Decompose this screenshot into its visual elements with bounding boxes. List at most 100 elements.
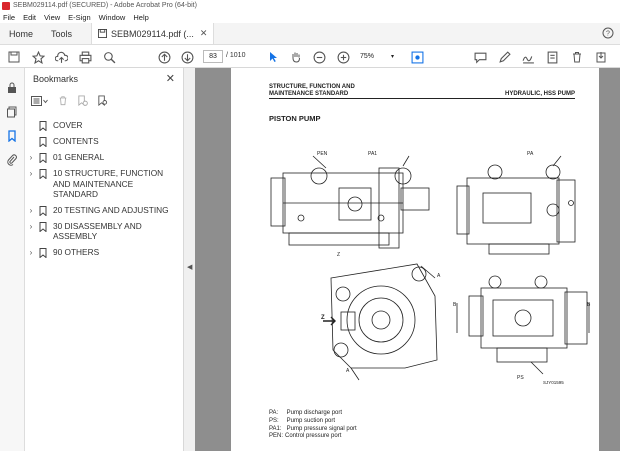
legend-key: PA: — [269, 410, 279, 416]
zoom-out-icon[interactable] — [312, 50, 326, 64]
pen-icon[interactable] — [497, 50, 511, 64]
chevron-right-icon[interactable]: › — [29, 205, 33, 215]
menu-edit[interactable]: Edit — [23, 12, 37, 22]
panel-splitter[interactable]: ◀ — [184, 68, 195, 451]
comment-icon[interactable] — [473, 50, 487, 64]
menu-view[interactable]: View — [44, 12, 61, 22]
tab-home[interactable]: Home — [9, 28, 34, 39]
new-bookmark-icon[interactable] — [77, 95, 88, 106]
bookmark-label: CONTENTS — [53, 136, 99, 146]
pump-side-view-left — [270, 155, 430, 249]
delete-bookmark-icon[interactable] — [58, 95, 68, 106]
page-fit-icon[interactable] — [410, 50, 424, 64]
bookmarks-panel: Bookmarks ✕ COVER CONTENTS › 01 GENERAL › 10 … — [25, 68, 184, 451]
bookmark-icon — [37, 136, 49, 147]
label-z: Z — [337, 252, 341, 258]
legend-text: Control pressure port — [285, 433, 342, 440]
bookmark-label: COVER — [53, 120, 83, 130]
print-icon[interactable] — [78, 50, 92, 64]
bookmarks-header: Bookmarks — [33, 74, 79, 84]
file-edit-icon[interactable] — [545, 50, 559, 64]
bookmark-item[interactable]: › 20 TESTING AND ADJUSTING — [25, 205, 184, 216]
bookmark-item[interactable]: › 90 OTHERS — [25, 247, 184, 258]
select-cursor-icon[interactable] — [266, 50, 280, 64]
pump-end-view-right — [456, 155, 576, 255]
label-pa: PA — [527, 151, 534, 157]
collapse-panel-icon[interactable]: ◀ — [187, 264, 193, 271]
document-view[interactable]: STRUCTURE, FUNCTION AND MAINTENANCE STAN… — [195, 68, 620, 451]
page-total: / 1010 — [226, 52, 246, 59]
page-thumbnails-icon[interactable] — [6, 106, 18, 118]
chevron-right-icon[interactable]: › — [29, 169, 33, 178]
zoom-in-icon[interactable] — [336, 50, 350, 64]
bookmark-item[interactable]: › 30 DISASSEMBLY AND ASSEMBLY — [25, 221, 184, 242]
upload-icon[interactable] — [54, 50, 68, 64]
lock-icon[interactable] — [6, 82, 18, 94]
acrobat-logo-icon — [2, 1, 10, 10]
menu-file[interactable]: File — [3, 12, 16, 22]
bookmark-icon[interactable] — [6, 130, 18, 142]
label-a-top: A — [437, 273, 441, 279]
chevron-right-icon[interactable]: › — [29, 221, 33, 231]
left-rail — [0, 68, 25, 451]
bookmark-item[interactable]: › 10 STRUCTURE, FUNCTION AND MAINTENANCE … — [25, 168, 184, 200]
attachment-icon[interactable] — [6, 154, 18, 166]
window-title: SEBM029114.pdf (SECURED) - Adobe Acrobat… — [13, 2, 197, 9]
menu-esign[interactable]: E-Sign — [68, 12, 91, 22]
trash-icon[interactable] — [570, 50, 584, 64]
label-b-left: B — [453, 302, 457, 308]
zoom-search-icon[interactable] — [102, 50, 116, 64]
zoom-value: 75% — [360, 53, 375, 60]
bookmark-item[interactable]: › 01 GENERAL — [25, 152, 184, 163]
chevron-right-icon[interactable]: › — [29, 247, 33, 257]
tab-document[interactable]: SEBM029114.pdf (... ✕ — [91, 23, 215, 44]
bookmark-item[interactable]: COVER — [25, 120, 184, 131]
close-panel-icon[interactable]: ✕ — [165, 73, 175, 85]
page-number-input[interactable]: 83 — [203, 50, 223, 63]
chevron-right-icon[interactable]: › — [29, 153, 33, 162]
bookmark-item[interactable]: CONTENTS — [25, 136, 184, 147]
label-pen: PEN — [317, 151, 328, 157]
header-left-line-2: MAINTENANCE STANDARD — [269, 91, 349, 97]
legend-row: PEN:Control pressure port — [269, 433, 357, 441]
label-b-right: B — [587, 302, 591, 308]
save-icon[interactable] — [7, 50, 21, 64]
bookmark-label: 20 TESTING AND ADJUSTING — [53, 204, 169, 215]
close-tab-icon[interactable]: ✕ — [199, 28, 208, 38]
find-bookmark-icon[interactable] — [97, 95, 108, 106]
pump-top-view — [456, 275, 590, 375]
legend-key: PEN: — [269, 433, 284, 440]
bookmark-options-icon[interactable] — [31, 95, 49, 106]
page-title: PISTON PUMP — [269, 114, 321, 123]
pump-front-view — [323, 263, 438, 381]
tab-document-label: SEBM029114.pdf (... — [111, 28, 194, 39]
label-ps: PS — [517, 375, 524, 381]
next-page-icon[interactable] — [180, 50, 194, 64]
pdf-page: STRUCTURE, FUNCTION AND MAINTENANCE STAN… — [231, 68, 599, 451]
star-icon[interactable] — [31, 50, 45, 64]
hand-tool-icon[interactable] — [289, 50, 303, 64]
header-left-line-1: STRUCTURE, FUNCTION AND — [269, 84, 355, 90]
label-pa1: PA1 — [368, 151, 378, 157]
export-icon[interactable] — [594, 50, 608, 64]
bookmark-label: 10 STRUCTURE, FUNCTION AND MAINTENANCE S… — [53, 168, 164, 199]
bookmark-label: 30 DISASSEMBLY AND ASSEMBLY — [53, 220, 142, 242]
menu-bar: File Edit View E-Sign Window Help — [0, 11, 620, 23]
help-icon[interactable]: ? — [602, 27, 614, 39]
bookmark-label: 01 GENERAL — [53, 152, 105, 162]
menu-help[interactable]: Help — [133, 12, 149, 22]
pump-drawing — [270, 155, 590, 381]
floppy-icon — [98, 29, 108, 38]
tab-tools[interactable]: Tools — [51, 28, 73, 39]
label-z-arrow: Z — [321, 315, 325, 321]
zoom-select[interactable]: 75% ▾ — [357, 50, 397, 63]
spacer — [25, 120, 37, 121]
sign-icon[interactable] — [521, 50, 535, 64]
legend-text: Pump suction port — [286, 417, 336, 424]
prev-page-icon[interactable] — [157, 50, 171, 64]
header-rule — [269, 98, 575, 99]
svg-text:?: ? — [606, 31, 610, 38]
menu-window[interactable]: Window — [98, 12, 126, 22]
legend-text: Pump pressure signal port — [286, 425, 357, 432]
bookmark-label: 90 OTHERS — [53, 246, 100, 257]
